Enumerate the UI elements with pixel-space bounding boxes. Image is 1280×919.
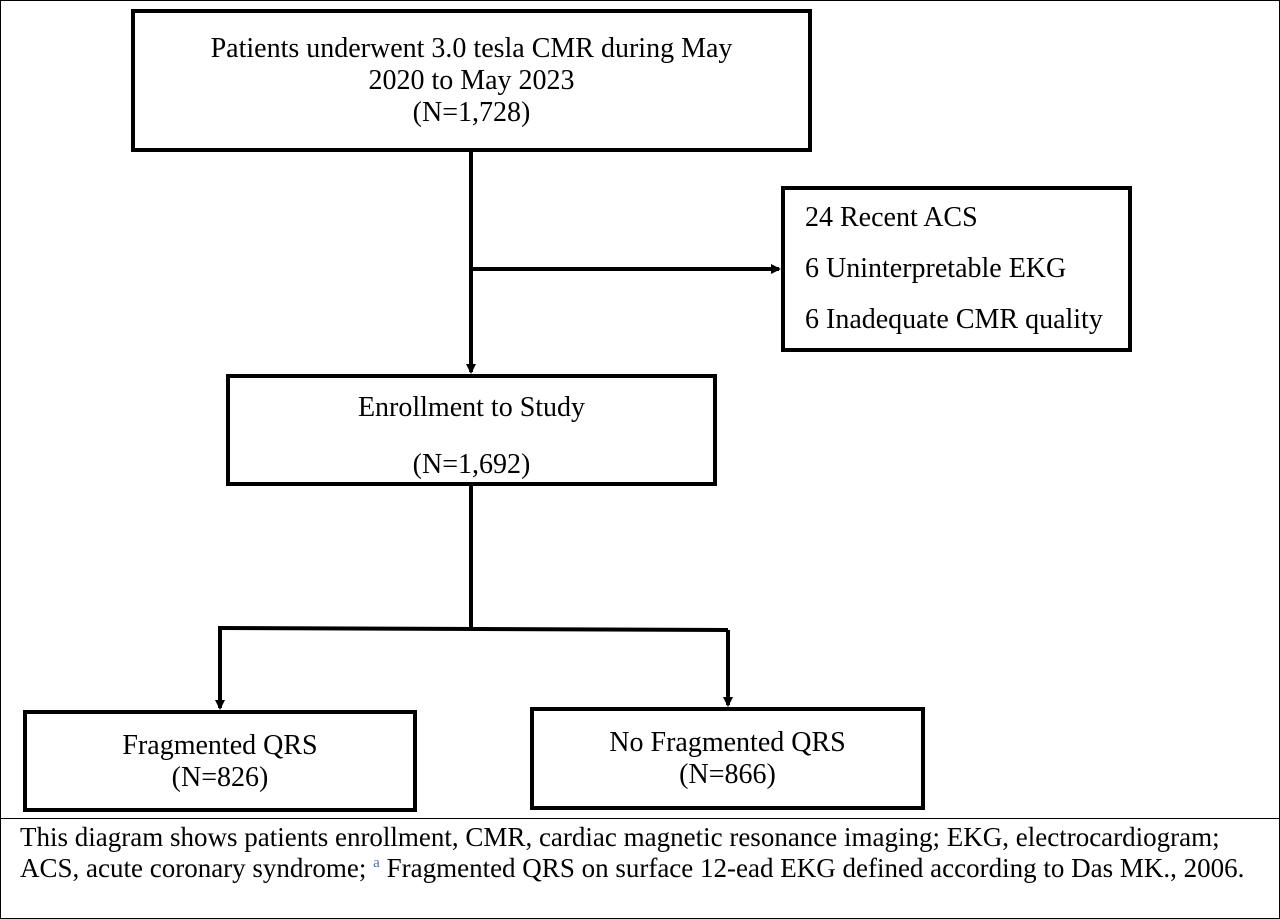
caption-divider bbox=[1, 818, 1279, 819]
no-fragmented-qrs-label: No Fragmented QRS bbox=[609, 727, 846, 758]
caption-text: This diagram shows patients enrollment, … bbox=[20, 822, 1220, 883]
figure-caption: This diagram shows patients enrollment, … bbox=[20, 822, 1260, 884]
connector-branch-horizontal bbox=[217, 626, 729, 632]
no-fragmented-qrs-count: (N=866) bbox=[679, 759, 776, 790]
exclusion-box: 24 Recent ACS 6 Uninterpretable EKG 6 In… bbox=[781, 186, 1132, 352]
screening-count: (N=1,728) bbox=[412, 97, 531, 128]
fragmented-qrs-label: Fragmented QRS bbox=[122, 730, 318, 761]
screening-box: Patients underwent 3.0 tesla CMR during … bbox=[131, 9, 812, 152]
caption-text-continued: Fragmented QRS on surface 12-ead EKG def… bbox=[379, 853, 1245, 883]
enrollment-count: (N=1,692) bbox=[412, 449, 531, 480]
screening-line-1: Patients underwent 3.0 tesla CMR during … bbox=[210, 33, 733, 64]
screening-line-2: 2020 to May 2023 bbox=[368, 65, 575, 96]
fragmented-qrs-box: Fragmented QRS (N=826) bbox=[23, 710, 417, 812]
exclusion-item: 6 Inadequate CMR quality bbox=[805, 304, 1103, 335]
exclusion-item: 24 Recent ACS bbox=[805, 202, 978, 233]
enrollment-label: Enrollment to Study bbox=[357, 392, 586, 423]
fragmented-qrs-count: (N=826) bbox=[171, 762, 269, 793]
exclusion-item: 6 Uninterpretable EKG bbox=[805, 253, 1067, 284]
caption-superscript: a bbox=[373, 855, 380, 871]
no-fragmented-qrs-box: No Fragmented QRS (N=866) bbox=[530, 707, 925, 810]
enrollment-box: Enrollment to Study (N=1,692) bbox=[226, 374, 717, 486]
